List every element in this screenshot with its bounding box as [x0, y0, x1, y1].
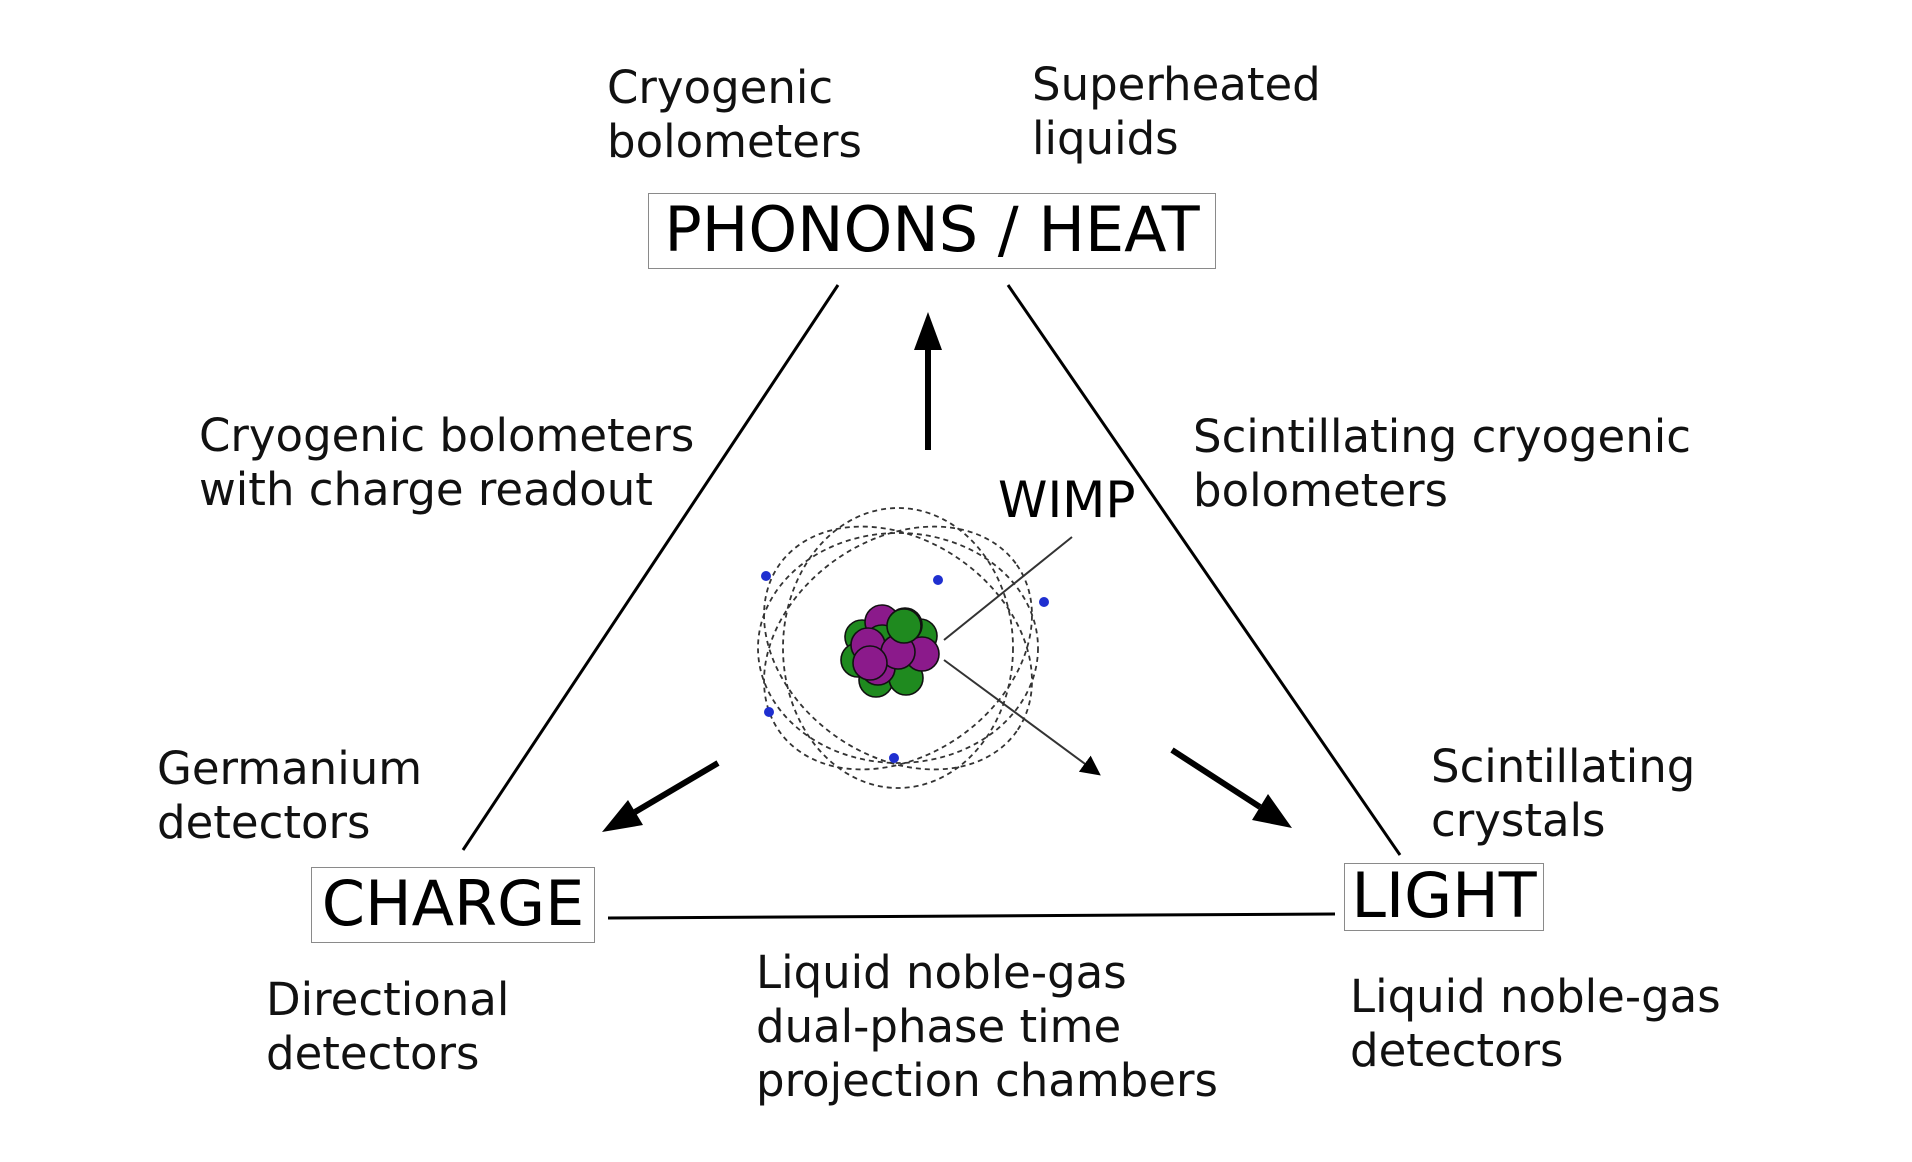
label-line: Liquid noble-gas [756, 946, 1127, 999]
wimp-scattered-track [943, 659, 1101, 776]
arrow-to-phonons [914, 312, 942, 450]
edge-charge-light [607, 912, 1336, 920]
label-cryogenic-bolometers: Cryogenic bolometers [607, 61, 862, 169]
label-directional-detectors: Directional detectors [266, 973, 509, 1081]
label-line: Cryogenic [607, 61, 834, 114]
label-line: detectors [157, 796, 371, 849]
label-superheated-liquids: Superheated liquids [1032, 58, 1321, 166]
label-scintillating-crystals: Scintillating crystals [1431, 740, 1695, 848]
node-charge: CHARGE [311, 867, 595, 943]
label-line: Germanium [157, 742, 423, 795]
node-light: LIGHT [1344, 863, 1544, 931]
edge-phonons-charge [461, 284, 840, 851]
label-line: Scintillating cryogenic [1193, 410, 1692, 463]
wimp-incoming-track [943, 536, 1073, 641]
label-line: crystals [1431, 794, 1606, 847]
nucleus [840, 604, 940, 698]
label-line: Superheated [1032, 58, 1321, 111]
label-line: liquids [1032, 112, 1179, 165]
label-dual-phase-tpc: Liquid noble-gas dual-phase time project… [756, 946, 1218, 1108]
label-cryogenic-bolometers-charge-readout: Cryogenic bolometers with charge readout [199, 409, 694, 517]
label-line: detectors [266, 1027, 480, 1080]
electrons [761, 571, 1049, 763]
label-line: dual-phase time [756, 1000, 1122, 1053]
edge-phonons-light [1006, 284, 1402, 856]
electron-orbits [757, 507, 1039, 789]
label-line: Liquid noble-gas [1350, 970, 1721, 1023]
label-liquid-noble-gas-detectors: Liquid noble-gas detectors [1350, 970, 1721, 1078]
label-germanium-detectors: Germanium detectors [157, 742, 422, 850]
node-phonons-heat: PHONONS / HEAT [648, 193, 1216, 269]
label-line: Directional [266, 973, 510, 1026]
label-line: Cryogenic bolometers [199, 409, 695, 462]
label-line: with charge readout [199, 463, 653, 516]
wimp-label: WIMP [998, 471, 1136, 529]
label-line: detectors [1350, 1024, 1564, 1077]
label-line: bolometers [607, 115, 862, 168]
label-scintillating-cryogenic-bolometers: Scintillating cryogenic bolometers [1193, 410, 1691, 518]
arrow-to-light [1170, 747, 1292, 828]
arrow-to-charge [602, 760, 720, 832]
label-line: Scintillating [1431, 740, 1696, 793]
atom-icon [757, 507, 1049, 789]
label-line: bolometers [1193, 464, 1448, 517]
label-line: projection chambers [756, 1054, 1218, 1107]
